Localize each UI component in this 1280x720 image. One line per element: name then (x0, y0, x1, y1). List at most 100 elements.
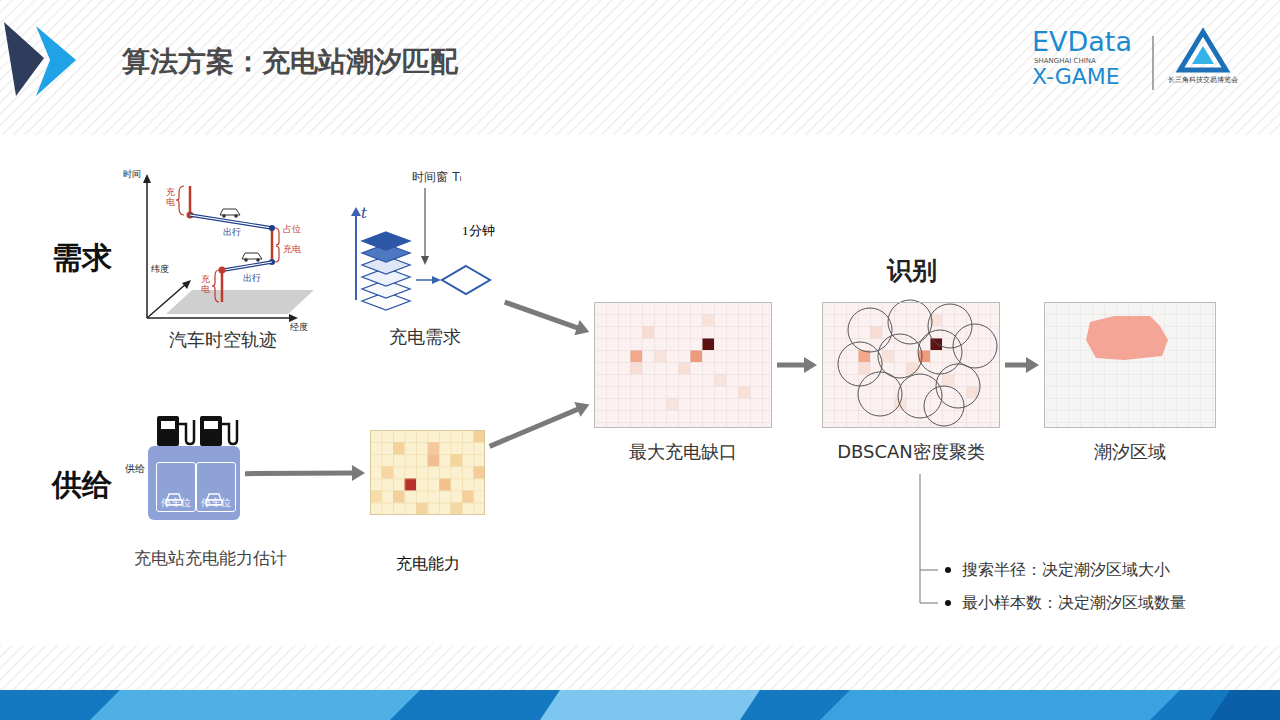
brand-logo (4, 22, 76, 96)
trajectory-figure-part (275, 246, 279, 262)
capacity-heatmap (370, 430, 485, 515)
flow-arrow (490, 402, 590, 446)
parameter-bracket-part (920, 602, 938, 603)
charging-pumps-part (161, 421, 175, 429)
dbscan-circles-part (888, 300, 932, 344)
time-slice-stack-part (355, 214, 357, 300)
arrow-shaft (777, 363, 806, 368)
trajectory-figure-part-part (256, 258, 260, 262)
dbscan-circles-part (838, 342, 882, 386)
arrow-shaft (505, 302, 579, 328)
trajectory-figure-part (222, 214, 260, 262)
dbscan-grid (822, 302, 1000, 428)
trajectory-figure-part-part (222, 214, 226, 218)
trajectory-figure-part (224, 262, 272, 270)
text-label: X-GAME (1032, 64, 1120, 90)
flow-arrow (245, 465, 365, 481)
gap-grid-part (594, 302, 772, 428)
flow-arrow (505, 302, 590, 335)
trajectory-figure-part-part (220, 209, 240, 215)
station-panel (148, 446, 240, 520)
node-caption: 停车位 (197, 497, 235, 509)
node-caption: 停车位 (157, 497, 195, 509)
text-label: 充电 (166, 188, 175, 208)
node-caption: 充电需求 (350, 326, 500, 348)
trajectory-figure-part (190, 215, 272, 228)
text-label: 搜索半径：决定潮汐区域大小 (962, 560, 1170, 579)
trajectory-figure-part (289, 314, 298, 322)
text-label: EVData (1032, 26, 1132, 58)
text-label: 充电 (283, 244, 301, 255)
time-slice-stack-part (442, 266, 490, 294)
text-label: 1分钟 (462, 223, 495, 239)
charging-pumps-part (222, 420, 237, 444)
trajectory-figure-part-part (234, 214, 238, 218)
trajectory-figure-part (147, 317, 292, 319)
parameter-bracket-part (920, 569, 938, 570)
trajectory-figure-part (271, 228, 274, 262)
dbscan-circles-part (878, 334, 922, 378)
slide-title: 算法方案：充电站潮汐匹配 (122, 45, 458, 79)
trajectory-figure-part (166, 290, 314, 314)
time-slice-stack-part (424, 188, 425, 258)
diagram-node: 潮汐区域 (1044, 302, 1216, 428)
trajectory-figure-part (212, 270, 219, 302)
arrow-head (352, 465, 365, 481)
trajectory-figure-part (220, 209, 262, 259)
diagram-node: 充电需求 (350, 198, 500, 350)
charging-pumps-part (200, 416, 222, 446)
flow-arrow (1005, 357, 1039, 373)
diagram-node: 充电站充电能力估计停车位停车位 (148, 428, 240, 520)
charging-pumps-part (157, 416, 179, 446)
time-slice-stack (351, 188, 490, 310)
text-label: 时间窗 Tᵢ (412, 170, 461, 184)
car-icons (166, 494, 222, 505)
diagram-node: 充电能力 (370, 430, 485, 515)
tidal-grid (1044, 302, 1216, 428)
node-caption: 充电能力 (396, 554, 460, 573)
text-label: 最小样本数：决定潮汐区域数量 (962, 593, 1186, 612)
dbscan-circles-part (924, 386, 964, 426)
event-logo-part (1192, 46, 1214, 64)
parameter-bracket-part (945, 567, 951, 573)
text-label: 纬度 (151, 264, 169, 275)
parameter-bracket (920, 474, 951, 606)
dbscan-grid-lines (822, 302, 1000, 428)
text-label: 出行 (243, 273, 261, 284)
text-label: 供给 (52, 467, 112, 503)
node-caption: 潮汐区域 (1094, 441, 1166, 463)
diagram-node: DBSCAN密度聚类 (822, 302, 1000, 428)
trajectory-figure-part-part (242, 253, 262, 259)
text-label: 经度 (290, 322, 308, 333)
parameter-bracket-part (945, 600, 951, 606)
heatmap-grid (370, 430, 485, 515)
text-label: SHANGHAI CHINA (1034, 57, 1096, 65)
diagram-node: 停车位 (156, 462, 196, 512)
background-bands-part (0, 690, 1280, 720)
text-label: 长三角科技交易博览会 (1168, 76, 1238, 84)
trajectory-figure-part (275, 228, 279, 245)
parameter-bracket-part (919, 474, 920, 603)
arrow-shaft (1005, 363, 1028, 368)
charging-pumps-part (179, 420, 194, 444)
background-bands-part (820, 690, 1180, 720)
trajectory-figure-part (143, 174, 151, 183)
trajectory-figure (143, 174, 314, 322)
dbscan-circles-part (918, 330, 962, 374)
node-caption: 充电站充电能力估计 (134, 548, 287, 568)
diagram-node: 最大充电缺口 (594, 302, 772, 428)
dbscan-grid-part (822, 302, 1000, 428)
text-label: 充电 (201, 275, 210, 295)
text-label: 需求 (52, 240, 112, 276)
trajectory-figure-part (182, 280, 191, 289)
text-label: 占位 (283, 224, 301, 235)
event-logo (1153, 32, 1226, 90)
background-bands-part (1210, 690, 1280, 720)
trajectory-figure-part-part (244, 258, 248, 262)
node-caption: 最大充电缺口 (629, 441, 737, 463)
arrow-head (804, 357, 817, 373)
